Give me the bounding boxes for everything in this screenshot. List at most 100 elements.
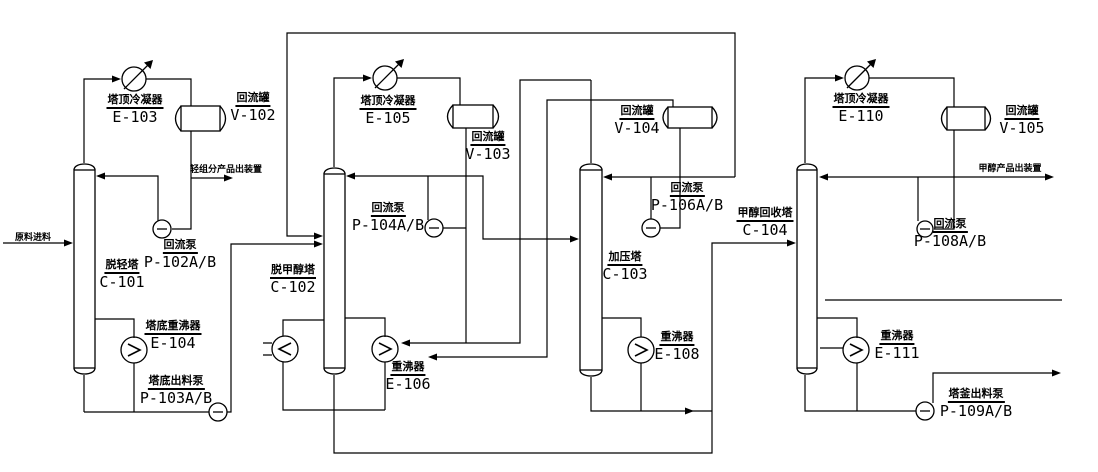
e103-tag: E-103 xyxy=(112,107,158,126)
arrow-c103-bottoms xyxy=(685,407,694,415)
e111-name: 重沸器 xyxy=(879,330,915,345)
label-v105: 回流罐 V-105 xyxy=(999,105,1044,136)
reboiler-e104 xyxy=(120,336,148,364)
p104-discharge-line xyxy=(349,175,576,240)
e111-tag: E-111 xyxy=(874,343,920,362)
e104-loop-line xyxy=(83,318,209,413)
e106-name: 重沸器 xyxy=(390,361,426,376)
arrow-reflux-c101 xyxy=(96,172,105,180)
pump-p109 xyxy=(915,401,935,421)
column-c101 xyxy=(73,163,96,375)
label-p102: 回流泵 P-102A/B xyxy=(144,239,216,270)
label-c101: 脱轻塔 C-101 xyxy=(99,259,144,290)
label-e103: 塔顶冷凝器 E-103 xyxy=(106,94,164,126)
p109-tag: P-109A/B xyxy=(939,401,1013,420)
label-p103: 塔底出料泵 P-103A/B xyxy=(140,375,212,406)
e110-tag: E-110 xyxy=(838,106,884,125)
p108-name: 回流泵 xyxy=(932,218,968,233)
c101-name: 脱轻塔 xyxy=(104,259,140,274)
arrow-light-product xyxy=(224,174,233,182)
p102-tag: P-102A/B xyxy=(143,252,217,271)
c102-bottoms-line xyxy=(333,242,793,454)
c103-bottoms-line xyxy=(590,377,712,412)
piping xyxy=(3,32,1062,454)
c104-name: 甲醇回收塔 xyxy=(736,207,794,222)
c104-overhead-line xyxy=(804,77,841,163)
pump-p104 xyxy=(424,218,444,238)
feed-stream-label: 原料进料 xyxy=(14,233,52,243)
e105-to-v103-line xyxy=(397,77,461,105)
condenser-e110 xyxy=(844,62,873,91)
arrow-bottoms-product xyxy=(1052,369,1061,377)
arrow-reflux-c103 xyxy=(603,173,612,181)
column-c104 xyxy=(796,163,818,375)
drum-v105 xyxy=(940,106,992,131)
v103-name: 回流罐 xyxy=(470,131,506,146)
e108-loop-line xyxy=(602,317,642,411)
light-product-stream-label: 轻组分产品出装置 xyxy=(189,165,263,175)
arrow-reflux-c102 xyxy=(346,172,355,180)
c104-bottoms-line xyxy=(804,372,1058,412)
arrow-feed-c104 xyxy=(787,239,796,247)
arrow-reflux-c104 xyxy=(819,173,828,181)
p109-name: 塔釜出料泵 xyxy=(947,388,1005,403)
drum-v102 xyxy=(174,105,227,132)
label-c104: 甲醇回收塔 C-104 xyxy=(736,207,794,239)
drum-v103 xyxy=(446,104,500,129)
arrow-feed-c101 xyxy=(64,239,73,247)
v104-tag: V-104 xyxy=(614,118,660,137)
e108-tag: E-108 xyxy=(654,344,700,363)
v102-outlet-line xyxy=(172,131,192,230)
e106-tag: E-106 xyxy=(385,374,431,393)
e105-tag: E-105 xyxy=(365,108,411,127)
v104-outlet-line xyxy=(660,128,681,229)
c104-tag: C-104 xyxy=(742,220,788,239)
side-exchanger-c102 xyxy=(271,335,299,363)
label-e108: 重沸器 E-108 xyxy=(654,331,699,362)
e110-to-v105-line xyxy=(869,77,955,107)
label-e104: 塔底重沸器 E-104 xyxy=(144,320,202,352)
label-e111: 重沸器 E-111 xyxy=(874,330,919,361)
c101-overhead-line xyxy=(83,78,119,163)
label-e106: 重沸器 E-106 xyxy=(385,361,430,392)
e103-to-v102-line xyxy=(146,78,192,106)
v102-name: 回流罐 xyxy=(235,92,271,107)
p106-name: 回流泵 xyxy=(669,182,705,197)
arrow-methanol-product xyxy=(1045,173,1054,181)
label-e110: 塔顶冷凝器 E-110 xyxy=(832,93,890,125)
arrow-e103-vent xyxy=(144,60,153,69)
p104-tag: P-104A/B xyxy=(351,215,425,234)
c102-overhead-line xyxy=(333,77,370,167)
pump-p102 xyxy=(152,219,172,239)
reboiler-e111 xyxy=(842,336,870,364)
arrow-feed-c103 xyxy=(570,235,579,243)
label-c103: 加压塔 C-103 xyxy=(602,251,647,282)
e104-tag: E-104 xyxy=(150,333,196,352)
c103-tag: C-103 xyxy=(602,264,648,283)
c101-tag: C-101 xyxy=(99,272,145,291)
p103-name: 塔底出料泵 xyxy=(147,375,205,390)
c102-reboiler-loop-line xyxy=(282,317,386,411)
e106-heating-vapor-line xyxy=(404,79,591,344)
label-c102: 脱甲醇塔 C-102 xyxy=(270,264,316,295)
label-p108: 回流泵 P-108A/B xyxy=(914,218,986,249)
arrow-feed-c102 xyxy=(314,240,323,248)
e106-condensate-line xyxy=(431,99,674,358)
reboiler-e106 xyxy=(371,335,399,363)
condenser-e103 xyxy=(121,63,150,92)
c103-reflux-line xyxy=(606,176,735,219)
arrow-loop-into-c102 xyxy=(314,232,323,240)
v103-outlet-line xyxy=(443,128,467,343)
label-p104: 回流泵 P-104A/B xyxy=(352,202,424,233)
column-c102 xyxy=(323,167,346,375)
p108-tag: P-108A/B xyxy=(913,231,987,250)
c103-name: 加压塔 xyxy=(607,251,643,266)
arrow-into-e110 xyxy=(835,74,844,82)
c104-reflux-product-line xyxy=(821,176,1051,221)
label-p106: 回流泵 P-106A/B xyxy=(651,182,723,213)
methanol-product-stream-label: 甲醇产品出装置 xyxy=(978,164,1042,174)
e104-name: 塔底重沸器 xyxy=(144,320,202,335)
c101-reflux-line xyxy=(98,175,159,221)
arrow-e105-vent xyxy=(395,59,404,68)
